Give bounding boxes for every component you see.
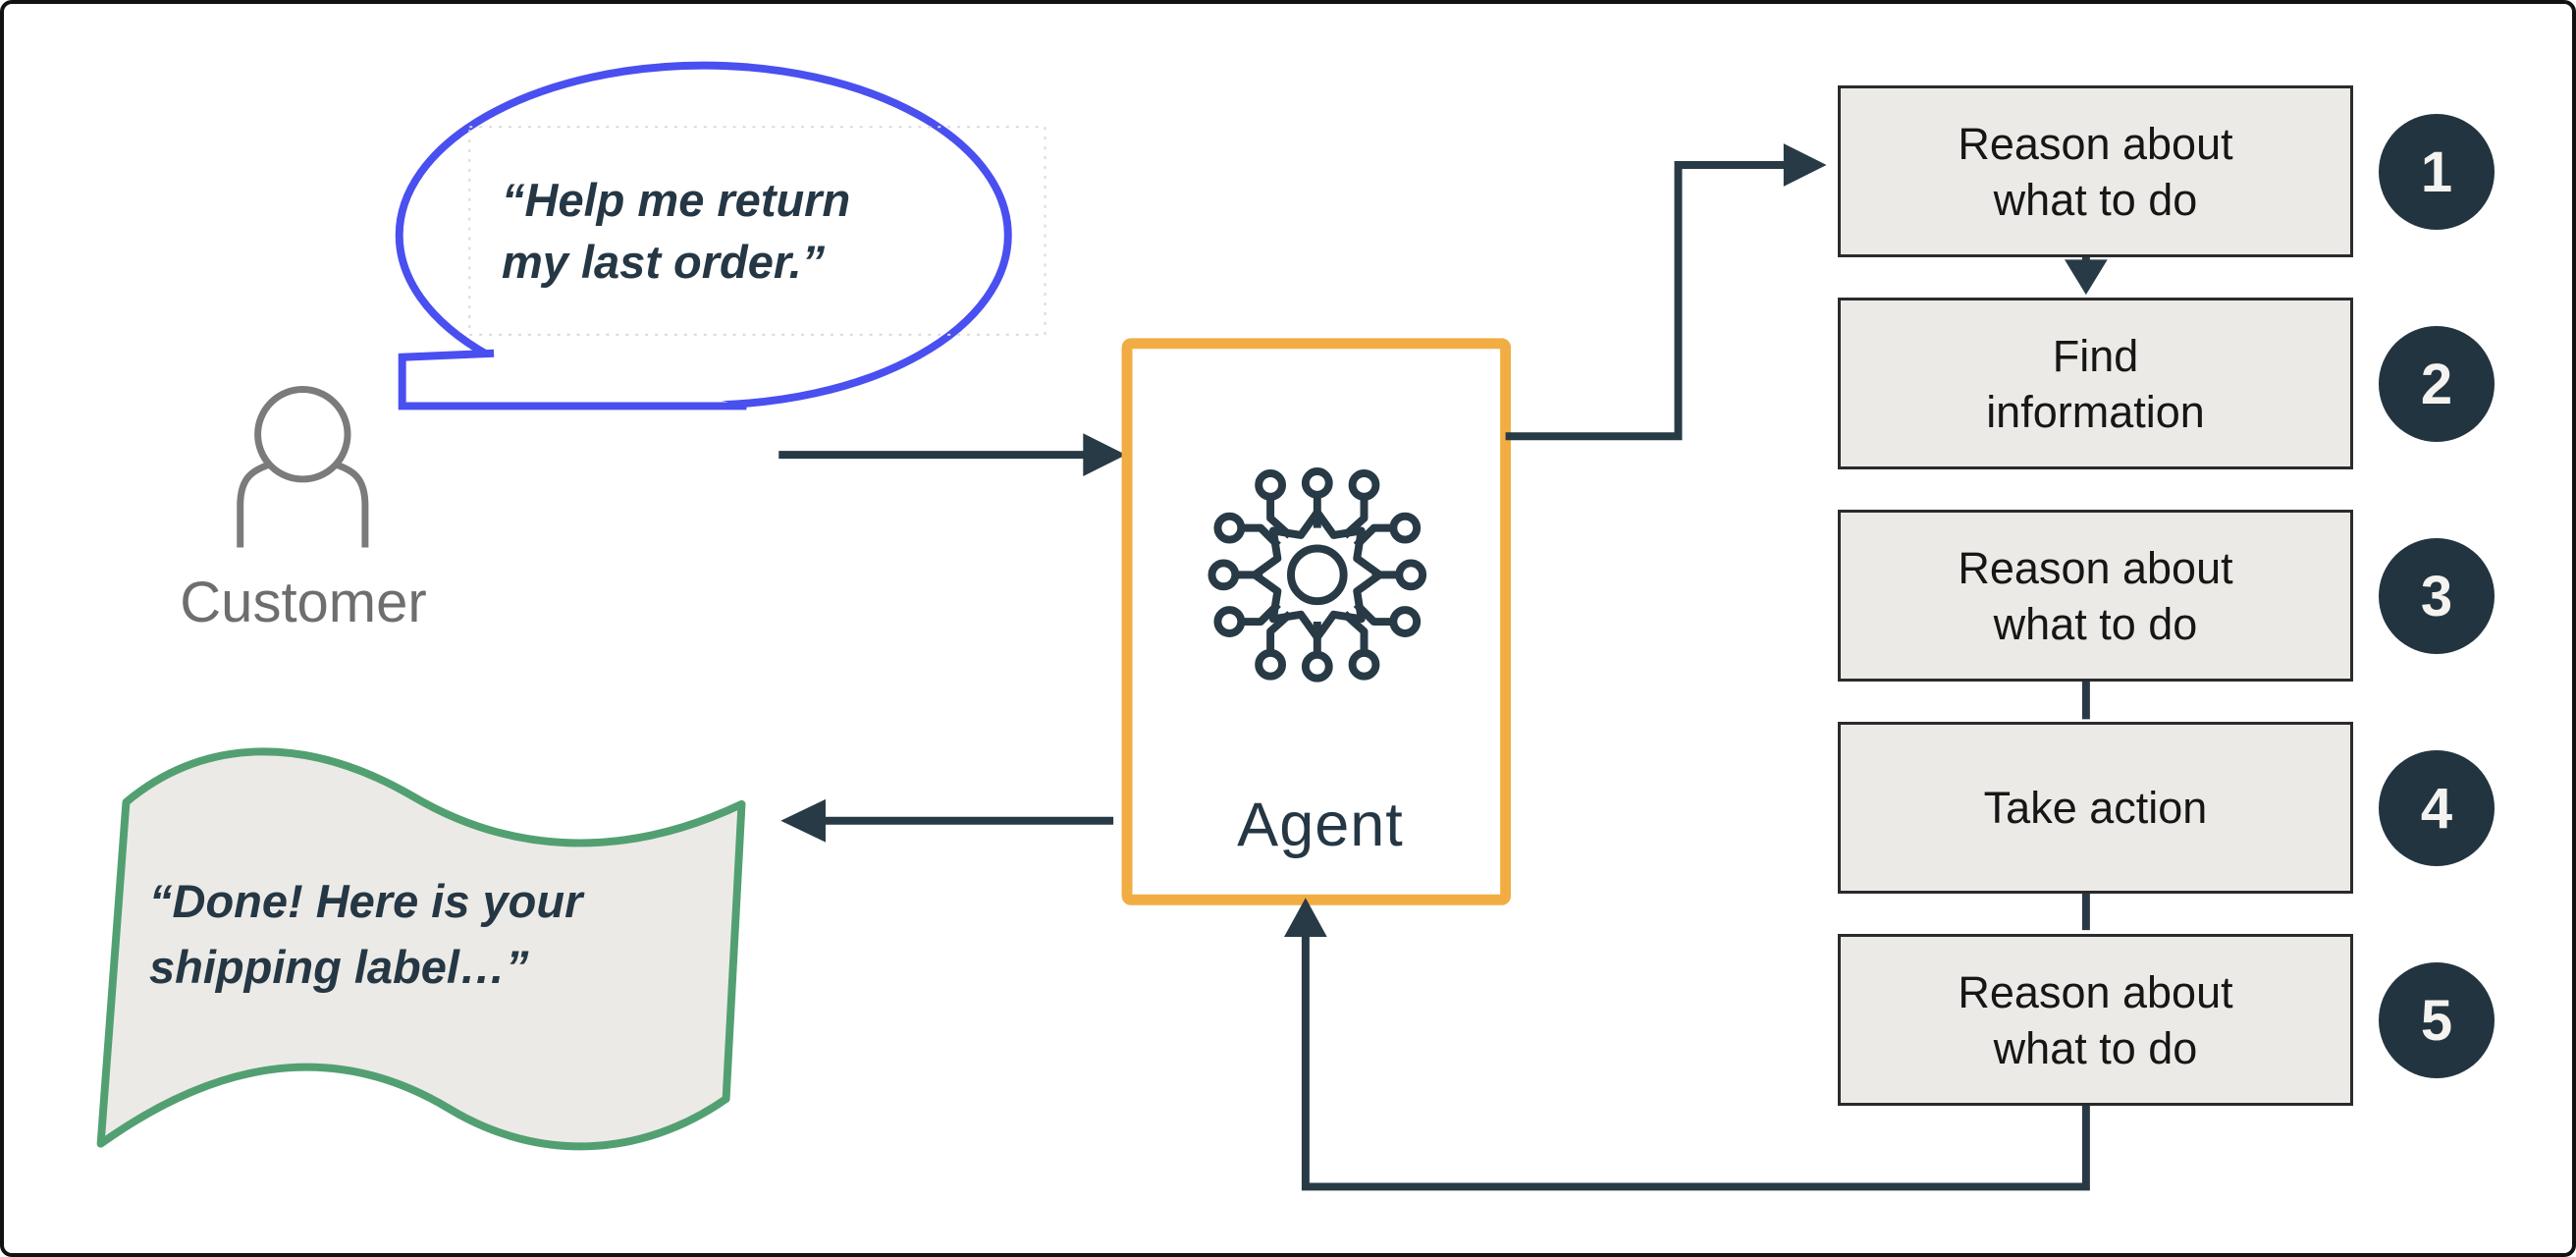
customer-label: Customer: [180, 571, 427, 634]
step-2-label: Find information: [1986, 330, 2205, 437]
step-5-label: Reason about what to do: [1958, 966, 2233, 1073]
agent-gear-icon: [1208, 467, 1427, 683]
step-box-3: Reason about what to do: [1838, 510, 2353, 682]
customer-person-icon: [237, 386, 369, 548]
arrow-agent-to-step1: [1505, 143, 1827, 441]
step-4-label: Take action: [1983, 783, 2208, 833]
arrow-agent-to-customer: [780, 798, 1114, 843]
agent-label: Agent: [1237, 791, 1404, 859]
step-2-badge: 2: [2379, 326, 2495, 442]
step-1-badge: 1: [2379, 114, 2495, 230]
diagram-shapes-layer: [96, 61, 2108, 1191]
step-3-label: Reason about what to do: [1958, 542, 2233, 649]
arrow-step5-loop-to-agent: [1284, 898, 2090, 1191]
arrow-customer-to-agent: [778, 433, 1127, 476]
speech-bubble: [395, 61, 1046, 410]
shipping-label-banner: [96, 747, 746, 1151]
step-3-badge: 3: [2379, 538, 2495, 654]
step-4-badge: 4: [2379, 750, 2495, 866]
step-1-label: Reason about what to do: [1958, 118, 2233, 225]
speech-bubble-text: “Help me return my last order.”: [502, 169, 993, 293]
step-box-1: Reason about what to do: [1838, 85, 2353, 257]
banner-text: “Done! Here is your shipping label…”: [149, 868, 758, 1000]
step-box-5: Reason about what to do: [1838, 934, 2353, 1106]
speech-line-2: my last order.”: [502, 236, 826, 288]
speech-line-1: “Help me return: [502, 174, 851, 226]
arrow-step1-to-step2: [2065, 254, 2108, 296]
step-box-4: Take action: [1838, 722, 2353, 894]
banner-line-2: shipping label…”: [149, 941, 529, 993]
banner-line-1: “Done! Here is your: [149, 875, 583, 927]
step-box-2: Find information: [1838, 298, 2353, 469]
step-5-badge: 5: [2379, 962, 2495, 1078]
